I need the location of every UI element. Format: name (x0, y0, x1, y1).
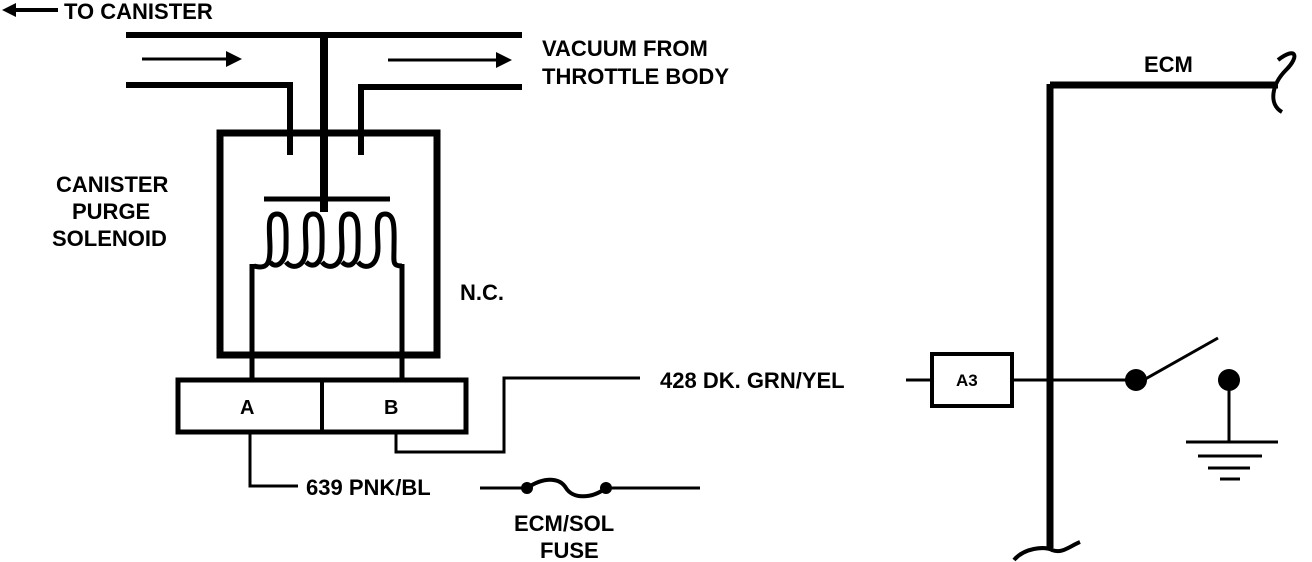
connector-pin-b: B (384, 397, 398, 419)
to-canister-label: TO CANISTER (64, 0, 213, 24)
normally-closed-label: N.C. (460, 280, 504, 305)
flow-arrow-right (388, 52, 512, 68)
wire-639-label: 639 PNK/BL (306, 475, 431, 500)
ecm-internal-switch (1012, 336, 1240, 442)
ecm-sol-fuse (521, 477, 700, 499)
connector-pin-a: A (240, 397, 254, 419)
vacuum-source-label-line1: VACUUM FROM (542, 36, 708, 61)
component-label-line3: SOLENOID (52, 226, 167, 251)
component-label-line1: CANISTER (56, 172, 169, 197)
ecm-terminal-label: A3 (956, 371, 978, 390)
ground-symbol (1186, 440, 1278, 481)
wire-428 (394, 376, 932, 454)
ecm-boundary (1012, 51, 1297, 562)
ecm-label: ECM (1144, 52, 1193, 77)
vacuum-tube (126, 32, 522, 212)
vacuum-source-label-line2: THROTTLE BODY (542, 64, 729, 89)
flow-arrow-left (142, 51, 242, 67)
wire-428-label: 428 DK. GRN/YEL (660, 368, 845, 393)
solenoid-body (216, 129, 441, 359)
fuse-label-line2: FUSE (540, 538, 599, 562)
to-canister-arrow (2, 3, 58, 17)
component-label-line2: PURGE (72, 199, 150, 224)
wire-639 (248, 432, 524, 490)
fuse-label-line1: ECM/SOL (514, 511, 614, 536)
solenoid-coil (249, 211, 405, 382)
solenoid-connector (175, 377, 469, 435)
